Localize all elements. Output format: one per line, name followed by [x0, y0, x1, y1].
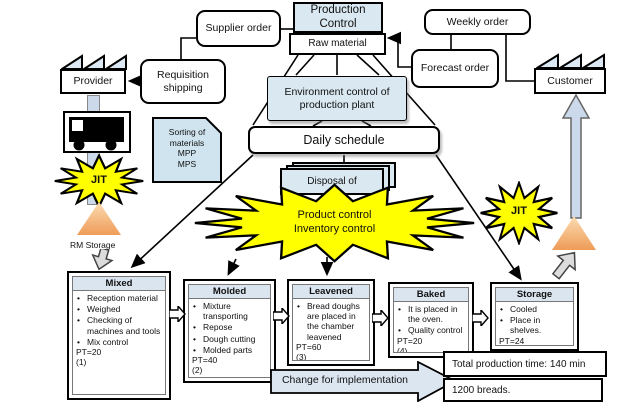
jit-right-label: JIT — [511, 205, 527, 217]
total-time-label: Total production time: 140 min — [452, 358, 586, 370]
burst-line-2: Inventory control — [293, 223, 376, 236]
process-title: Molded — [189, 285, 270, 299]
provider-label: Provider — [73, 75, 113, 88]
flow-arrow-leavened-baked — [372, 310, 389, 326]
customer-flow-arrow — [561, 94, 591, 219]
jit-right-burst: JIT — [479, 181, 559, 245]
raw-material-box: Raw material — [289, 33, 386, 55]
production-control-label: Production Control — [310, 4, 366, 30]
sorting-card-text: Sorting of materials MPP MPS — [152, 127, 222, 170]
process-time: PT=20 — [76, 346, 102, 357]
sorting-line-2: materials — [169, 137, 205, 148]
daily-schedule-box: Daily schedule — [248, 126, 440, 154]
process-time: PT=24 — [499, 335, 525, 346]
sorting-line-1: Sorting of — [168, 127, 206, 137]
rm-to-mixed-arrow — [91, 249, 114, 271]
process-box-mixed: Mixed Reception material Weighed Checkin… — [67, 271, 171, 400]
process-step: Checking of machines and tools — [73, 315, 164, 335]
process-steps: Mixture transporting Repose Dough cuttin… — [189, 301, 270, 355]
line-fan-2 — [295, 54, 315, 76]
daily-output-box: 1200 breads. — [443, 378, 603, 402]
truck-icon — [63, 111, 131, 153]
process-step: Mixture transporting — [189, 301, 269, 321]
process-step: Molded parts — [189, 345, 269, 355]
supplier-order-label: Supplier order — [205, 22, 272, 35]
product-control-burst: Product control Inventory control — [193, 183, 476, 263]
provider-box: Provider — [60, 69, 126, 94]
daily-schedule-label: Daily schedule — [303, 132, 385, 147]
sorting-line-3: MPP — [177, 148, 197, 159]
process-title: Storage — [496, 288, 573, 302]
customer-label: Customer — [547, 74, 593, 87]
customer-box: Customer — [534, 68, 606, 94]
process-title: Mixed — [73, 277, 165, 291]
requisition-shipping-label: Requisition shipping — [157, 69, 209, 94]
process-step: Bread doughs are placed in the chamber l… — [293, 301, 368, 342]
process-time: PT=60 — [296, 341, 322, 352]
burst-line-1: Product control — [297, 209, 372, 221]
process-step: Cooled — [496, 304, 572, 314]
rm-storage-label: RM Storage — [70, 240, 116, 250]
process-box-baked: Baked It is placed in the oven. Quality … — [388, 282, 474, 358]
starburst-icon — [54, 154, 144, 208]
process-step: Quality control — [394, 325, 467, 335]
process-box-storage: Storage Cooled Place in shelves. PT=24 (… — [490, 282, 579, 351]
forecast-order-label: Forecast order — [420, 62, 490, 75]
environment-control-box: Environment control of production plant — [267, 76, 407, 121]
process-step: Place in shelves. — [496, 315, 572, 335]
process-time: PT=20 — [397, 335, 423, 346]
process-steps: Cooled Place in shelves. — [496, 304, 573, 336]
starburst-icon — [480, 181, 558, 245]
line-weekly-to-customer — [505, 35, 534, 82]
process-step: Dough cutting — [189, 334, 269, 344]
process-box-molded: Molded Mixture transporting Repose Dough… — [183, 279, 276, 383]
change-banner-arrow — [270, 361, 457, 402]
line-fan-4 — [356, 54, 380, 76]
process-steps: Reception material Weighed Checking of m… — [73, 293, 165, 347]
process-time: PT=40 — [192, 354, 218, 365]
process-number: (1) — [76, 357, 87, 368]
process-steps: Bread doughs are placed in the chamber l… — [293, 301, 369, 342]
sorting-card-shape — [152, 117, 222, 183]
environment-control-label: Environment control of production plant — [284, 86, 390, 111]
process-steps: It is placed in the oven. Quality contro… — [394, 304, 468, 336]
production-control-box: Production Control — [293, 2, 383, 33]
disposal-label: Disposal of — [307, 175, 357, 187]
flow-arrow-molded-leavened — [273, 308, 290, 324]
provider-factory-icon — [61, 54, 127, 70]
raw-material-label: Raw material — [308, 38, 367, 50]
flow-arrow-baked-storage — [472, 310, 489, 326]
process-box-leavened: Leavened Bread doughs are placed in the … — [287, 279, 375, 366]
product-control-burst-text: Product control Inventory control — [193, 208, 476, 237]
weekly-order-label: Weekly order — [446, 15, 509, 28]
jit-left-burst: JIT — [53, 154, 145, 208]
process-title: Leavened — [293, 285, 369, 299]
process-title: Baked — [394, 288, 468, 302]
change-banner: Change for implementation — [270, 361, 457, 402]
forecast-order-box: Forecast order — [411, 49, 499, 88]
weekly-order-box: Weekly order — [424, 9, 531, 35]
total-time-box: Total production time: 140 min — [443, 351, 607, 377]
supplier-order-box: Supplier order — [196, 10, 281, 47]
sorting-line-4: MPS — [177, 158, 197, 169]
line-supplier-to-requisition — [180, 37, 196, 59]
starburst-icon — [194, 183, 475, 263]
requisition-shipping-box: Requisition shipping — [140, 59, 226, 104]
flow-arrow-mixed-molded — [169, 306, 186, 322]
daily-output-label: 1200 breads. — [452, 384, 511, 396]
change-banner-label: Change for implementation — [281, 374, 409, 386]
jit-left-label: JIT — [91, 174, 107, 186]
storage-to-triangle-arrow — [551, 251, 576, 280]
process-step: Mix control — [73, 337, 164, 347]
customer-factory-icon — [536, 53, 605, 69]
process-number: (3) — [296, 352, 307, 361]
process-number: (2) — [192, 365, 203, 376]
arrow-forecast-to-rawmaterial — [386, 31, 411, 68]
process-step: Weighed — [73, 304, 164, 314]
process-step: Repose — [189, 322, 269, 332]
process-step: It is placed in the oven. — [394, 304, 467, 324]
process-number: (4) — [397, 345, 408, 353]
process-step: Reception material — [73, 293, 164, 303]
